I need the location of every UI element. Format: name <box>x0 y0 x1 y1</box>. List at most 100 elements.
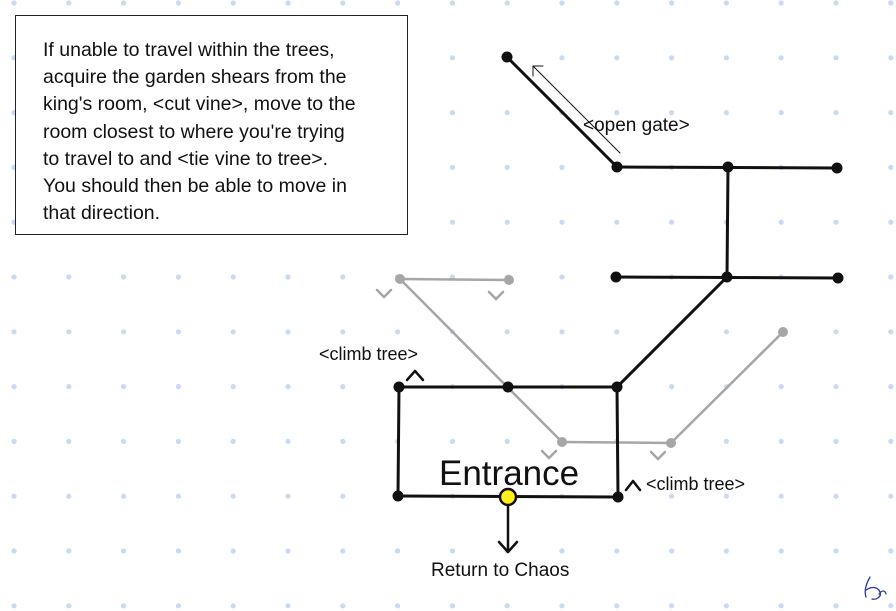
grid-dot <box>669 110 675 116</box>
grid-dot <box>833 219 839 225</box>
grid-dot <box>285 329 291 335</box>
faded-tree-paths <box>375 277 785 461</box>
room-node[interactable] <box>612 491 624 503</box>
grid-dot <box>723 493 730 499</box>
room-node[interactable] <box>721 271 733 283</box>
faded-down-arrow-icon <box>649 450 667 461</box>
grid-dot <box>778 219 784 225</box>
grid-dot <box>11 329 17 335</box>
grid-dot <box>888 438 894 444</box>
grid-dot <box>11 0 17 6</box>
grid-dot <box>11 274 17 280</box>
grid-dot <box>669 384 675 390</box>
grid-dot <box>285 603 291 609</box>
grid-dot <box>230 438 236 444</box>
grid-dot <box>66 329 72 335</box>
grid-dot <box>11 548 17 554</box>
grid-dot <box>340 0 346 6</box>
grid-dot <box>121 329 127 335</box>
grid-dot <box>559 603 565 609</box>
room-nodes <box>392 51 844 503</box>
grid-dot <box>66 548 72 554</box>
note-line: acquire the garden shears from the <box>43 66 347 89</box>
grid-dot <box>614 0 620 6</box>
room-node[interactable] <box>832 272 844 284</box>
note-line: room closest to where you're trying <box>43 120 345 143</box>
grid-dot <box>888 0 894 6</box>
grid-dot <box>11 438 17 444</box>
grid-dot <box>669 493 675 499</box>
note-line: If unable to travel within the trees, <box>43 39 335 61</box>
grid-dot <box>723 0 730 6</box>
room-node[interactable] <box>502 381 514 393</box>
grid-dot <box>175 384 181 390</box>
grid-dot <box>833 329 839 335</box>
grid-dot <box>888 329 894 335</box>
grid-dot <box>175 603 181 609</box>
grid-dot <box>559 55 565 61</box>
grid-dot <box>121 493 127 499</box>
entrance-marker[interactable] <box>498 487 518 507</box>
faded-room-node[interactable] <box>666 438 676 448</box>
grid-dot <box>778 438 784 444</box>
lower-left-corridor <box>396 385 401 498</box>
grid-dot <box>230 384 236 390</box>
grid-dot <box>230 329 236 335</box>
grid-dot <box>614 55 620 61</box>
grid-dot <box>66 493 72 499</box>
grid-dot <box>66 438 72 444</box>
note-line: to travel to and <tie vine to tree>. <box>43 147 329 170</box>
room-node[interactable] <box>722 161 734 173</box>
grid-dot <box>504 0 510 6</box>
grid-dot <box>121 603 127 609</box>
grid-dot <box>504 164 510 170</box>
note-line: that direction. <box>43 202 161 225</box>
grid-dot <box>121 548 127 554</box>
note-line: king's room, <cut vine>, move to the <box>43 93 356 116</box>
grid-dot <box>175 548 181 554</box>
grid-dot <box>723 329 730 335</box>
grid-dot <box>175 274 181 280</box>
grid-dot <box>66 603 72 609</box>
room-node[interactable] <box>392 490 404 502</box>
faded-path-diagonal <box>398 277 564 444</box>
grid-dot <box>11 384 17 390</box>
room-node[interactable] <box>610 271 622 283</box>
room-node[interactable] <box>831 162 843 174</box>
return-label: Return to Chaos <box>431 560 569 581</box>
faded-room-node[interactable] <box>557 437 567 447</box>
grid-dot <box>888 493 894 499</box>
grid-dot <box>833 384 839 390</box>
grid-dot <box>833 493 839 499</box>
climb-tree-label-right: <climb tree> <box>646 474 745 494</box>
grid-dot <box>504 219 510 225</box>
grid-dot <box>285 548 291 554</box>
faded-down-arrow-icon <box>375 288 393 299</box>
room-node[interactable] <box>393 381 405 393</box>
room-node[interactable] <box>501 51 513 63</box>
room-node[interactable] <box>611 381 623 393</box>
grid-dot <box>669 603 675 609</box>
grid-dot <box>340 438 346 444</box>
grid-dot <box>778 384 784 390</box>
grid-dot <box>669 55 675 61</box>
faded-room-node[interactable] <box>504 275 514 285</box>
signature-icon <box>864 576 887 600</box>
grid-dot <box>723 55 730 61</box>
grid-dot <box>778 548 784 554</box>
grid-dot <box>11 603 17 609</box>
faded-room-node[interactable] <box>395 274 405 284</box>
grid-dot <box>175 0 181 6</box>
grid-dot <box>504 329 510 335</box>
grid-dot <box>11 493 17 499</box>
grid-dot <box>175 493 181 499</box>
grid-dot <box>121 0 127 6</box>
grid-dot <box>121 274 127 280</box>
instructions-note: If unable to travel within the trees, ac… <box>15 15 408 235</box>
faded-room-node[interactable] <box>778 327 788 337</box>
grid-dot <box>504 110 510 116</box>
grid-dot <box>669 219 675 225</box>
room-node[interactable] <box>611 161 623 173</box>
grid-dot <box>723 110 730 116</box>
